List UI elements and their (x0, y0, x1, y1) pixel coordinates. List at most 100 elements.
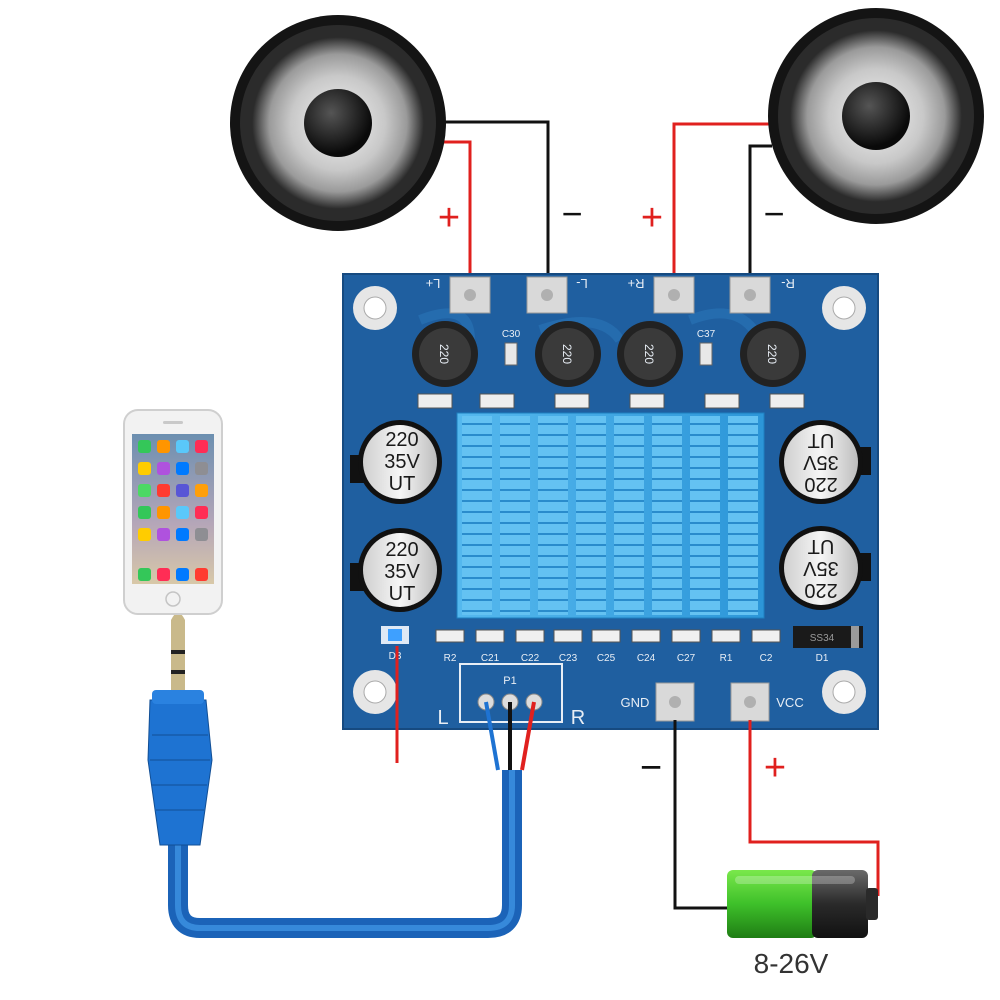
dock-icon (176, 568, 189, 581)
heatsink-fin (538, 416, 568, 615)
mount-hole-tr (822, 286, 866, 330)
dock-icon (157, 568, 170, 581)
label-c2: C2 (760, 653, 773, 664)
label-c37: C37 (697, 329, 716, 340)
svg-text:220: 220 (804, 473, 837, 495)
smd-row-bottom (435, 629, 781, 643)
app-icon (176, 440, 189, 453)
battery-icon (727, 870, 878, 938)
app-icon (157, 528, 170, 541)
smd-c2 (751, 629, 781, 643)
app-icon (157, 506, 170, 519)
capacitor-left-top: 220 35V UT (350, 420, 442, 504)
app-icon (138, 484, 151, 497)
inductor-2: 220 (535, 321, 601, 387)
right-speaker (768, 8, 984, 224)
label-l-minus: L- (576, 276, 588, 291)
label-r1: R1 (720, 653, 733, 664)
smartphone-icon (123, 409, 223, 615)
app-icon (138, 462, 151, 475)
heatsink-fin (690, 416, 720, 615)
svg-text:D3: D3 (389, 651, 402, 662)
svg-text:UT: UT (808, 535, 835, 557)
dock-icon (138, 568, 151, 581)
inductor-3: 220 (617, 321, 683, 387)
power-wires (395, 646, 880, 910)
label-r-minus: R- (781, 276, 795, 291)
app-icon (138, 440, 151, 453)
smd-c21 (475, 629, 505, 643)
app-icon (157, 484, 170, 497)
smd-c24 (631, 629, 661, 643)
app-icon (195, 528, 208, 541)
label-c23: C23 (559, 653, 578, 664)
capacitor-left-bottom: 220 35V UT (350, 528, 442, 612)
smd-c30 (504, 342, 518, 366)
svg-text:SS34: SS34 (810, 633, 835, 644)
mount-hole-tl (353, 286, 397, 330)
svg-text:35V: 35V (384, 561, 420, 583)
speaker-wires (440, 120, 772, 290)
label-gnd: GND (621, 695, 650, 710)
app-icon (157, 440, 170, 453)
svg-text:220: 220 (765, 344, 779, 364)
terminal-vcc (730, 682, 770, 722)
smd-row-top (417, 393, 805, 409)
smd-c27 (671, 629, 701, 643)
diode-d1: SS34 (793, 626, 863, 648)
label-c24: C24 (637, 653, 656, 664)
inductor-1: 220 (412, 321, 478, 387)
svg-text:35V: 35V (803, 451, 839, 473)
label-l-plus: L+ (426, 276, 441, 291)
app-icon (195, 440, 208, 453)
terminal-l-plus (449, 276, 491, 314)
svg-text:35V: 35V (384, 451, 420, 473)
svg-text:220: 220 (385, 429, 418, 451)
app-icon (138, 528, 151, 541)
power-minus: − (640, 747, 662, 789)
label-d1: D1 (816, 653, 829, 664)
terminal-r-minus (729, 276, 771, 314)
smd-r1 (711, 629, 741, 643)
label-r2: R2 (444, 653, 457, 664)
heatsink-fin (728, 416, 758, 615)
label-vcc: VCC (776, 695, 803, 710)
mount-hole-br (822, 670, 866, 714)
audio-cable (168, 701, 536, 938)
led-d3: D3 (381, 626, 409, 662)
audio-plug (147, 613, 213, 846)
svg-text:UT: UT (389, 473, 416, 495)
smd-r2 (435, 629, 465, 643)
capacitor-right-bottom: 220 35V UT (779, 526, 871, 610)
smd-c23 (553, 629, 583, 643)
terminal-r-plus (653, 276, 695, 314)
label-r-plus: R+ (628, 276, 645, 291)
label-c30: C30 (502, 329, 521, 340)
amplifier-board: L+ L- R+ R- C30 C37 220 220 220 220 (342, 273, 879, 730)
svg-text:UT: UT (389, 583, 416, 605)
label-c21: C21 (481, 653, 500, 664)
heatsink (456, 412, 765, 619)
input-label-r: R (571, 707, 585, 729)
left-speaker (230, 15, 446, 231)
right-speaker-minus: − (763, 193, 784, 234)
inductor-4: 220 (740, 321, 806, 387)
svg-text:220: 220 (437, 344, 451, 364)
left-speaker-plus: + (438, 197, 460, 239)
svg-text:220: 220 (642, 344, 656, 364)
app-icon (176, 484, 189, 497)
heatsink-fin (576, 416, 606, 615)
battery-voltage: 8-26V (754, 948, 829, 979)
smd-c22 (515, 629, 545, 643)
smd-c25 (591, 629, 621, 643)
svg-text:P1: P1 (503, 675, 516, 687)
app-icon (176, 528, 189, 541)
heatsink-fin (500, 416, 530, 615)
smd-c37 (699, 342, 713, 366)
heatsink-fin (652, 416, 682, 615)
svg-text:35V: 35V (803, 557, 839, 579)
mount-hole-bl (353, 670, 397, 714)
app-icon (195, 506, 208, 519)
terminal-l-minus (526, 276, 568, 314)
